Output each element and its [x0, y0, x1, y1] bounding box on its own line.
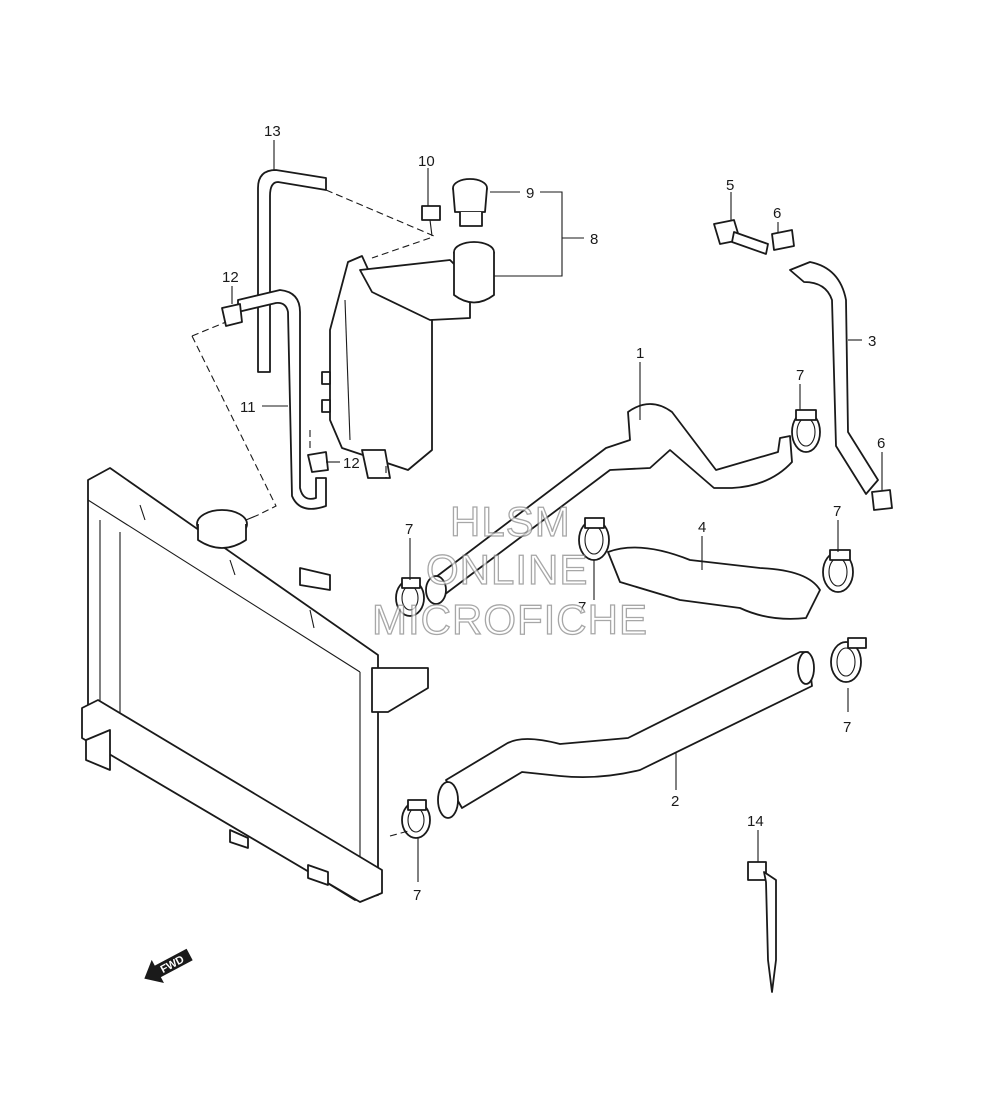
callout-2: 2	[671, 793, 679, 810]
callout-9: 9	[526, 185, 534, 202]
callout-12-upper: 12	[222, 269, 239, 286]
callout-14: 14	[747, 813, 764, 830]
callout-5: 5	[726, 177, 734, 194]
callout-7-e: 7	[843, 719, 851, 736]
callout-1: 1	[636, 345, 644, 362]
radiator-cap	[196, 509, 259, 549]
reservoir-tank	[321, 241, 495, 479]
fwd-label: FWD	[159, 954, 187, 976]
clamp-12-lower	[307, 451, 329, 473]
callout-13: 13	[264, 123, 281, 140]
callout-10: 10	[418, 153, 435, 170]
clamp-12-upper	[221, 303, 243, 327]
hose-2	[445, 651, 813, 809]
callout-12-lower: 12	[343, 455, 360, 472]
hose-1	[431, 403, 793, 599]
radiator	[81, 467, 429, 903]
callout-6-upper: 6	[773, 205, 781, 222]
hose-11	[237, 289, 327, 510]
watermark-line-3: MICROFICHE	[372, 596, 648, 643]
clamp-7-e	[830, 637, 867, 683]
callout-7-a: 7	[796, 367, 804, 384]
callout-8: 8	[590, 231, 598, 248]
callout-11: 11	[240, 399, 256, 416]
callout-7-b: 7	[578, 599, 586, 616]
callout-7-f: 7	[413, 887, 421, 904]
callout-3: 3	[868, 333, 876, 350]
clamp-7-b	[578, 517, 610, 561]
forward-arrow-icon: FWD	[144, 948, 193, 983]
watermark-line-2: ONLINE	[426, 546, 588, 593]
bolt-10	[421, 205, 441, 237]
clamp-7-c	[822, 549, 854, 593]
clamp-7-a	[791, 409, 821, 453]
clamp-7-f	[401, 799, 431, 839]
reservoir-cap	[452, 178, 488, 227]
callout-7-d: 7	[405, 521, 413, 538]
cable-tie-14	[747, 861, 777, 993]
callout-7-c: 7	[833, 503, 841, 520]
hose-4	[607, 546, 821, 620]
watermark-line-1: HLSM	[450, 498, 571, 545]
callout-6-lower: 6	[877, 435, 885, 452]
clamp-6-lower	[871, 489, 893, 511]
hose-3	[789, 261, 879, 495]
bolt-5	[713, 219, 769, 255]
watermark: HLSM ONLINE MICROFICHE	[371, 497, 648, 643]
clamp-6-upper	[771, 229, 795, 251]
leader-lines	[231, 140, 883, 882]
callout-4: 4	[698, 519, 706, 536]
